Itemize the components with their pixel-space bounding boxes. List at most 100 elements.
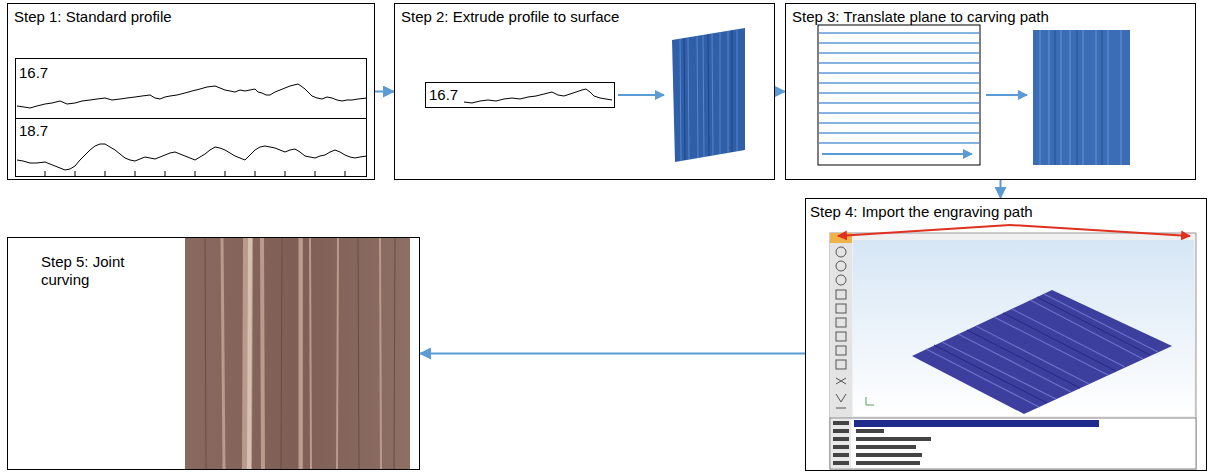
carved-joint-photo-part-part (222, 238, 224, 469)
software-screenshot-part-part (836, 290, 846, 299)
step-heading: Step 5: Joint curving (41, 253, 141, 289)
software-screenshot-part (853, 240, 1194, 416)
profile-panel: 18.7 (15, 118, 367, 177)
carved-joint-photo-part-part (337, 238, 338, 469)
flow-arrow (1000, 180, 1002, 198)
carved-joint-photo-part-part (262, 238, 263, 469)
carved-joint-photo-part-part (310, 238, 311, 469)
carved-joint-photo-part-part (394, 238, 395, 469)
software-screenshot-part-part (866, 397, 867, 405)
software-screenshot-part-part (833, 437, 849, 441)
profile-label: 16.7 (429, 86, 458, 104)
carving-plane-part-part (819, 102, 979, 104)
software-screenshot-part-part (833, 429, 849, 433)
carving-plane-part-part (819, 122, 979, 124)
profile-label: 18.7 (19, 122, 48, 140)
software-screenshot-part-part (836, 378, 846, 384)
extruded-surface-part-part (708, 34, 709, 156)
step-box: Step 5: Joint curving (7, 237, 420, 470)
extruded-surface-part-part (697, 36, 698, 158)
step-box: Step 4: Import the engraving path (805, 198, 1207, 471)
software-screenshot-part (926, 294, 1158, 407)
carving-plane-part-part (819, 72, 979, 74)
mini-profile-part (464, 89, 612, 103)
carving-surface-part-part (1083, 30, 1084, 165)
axis-ticks-part (165, 171, 166, 176)
flow-arrow (986, 94, 1027, 96)
carving-surface-part-part (1049, 30, 1050, 165)
step-box: Step 3: Translate plane to carving path (785, 3, 1196, 180)
software-screenshot-part-part (934, 345, 1047, 403)
profile-panel: 16.7 (15, 58, 367, 119)
carved-joint-photo-part-part (205, 238, 206, 469)
software-screenshot-part-part (866, 405, 874, 406)
carving-surface-part (1040, 30, 1121, 165)
carving-surface (1033, 30, 1130, 165)
software-screenshot-part-part (942, 342, 1056, 399)
software-screenshot-part-part (833, 421, 849, 425)
carving-plane-part-part (819, 112, 979, 114)
extruded-surface-part-part (720, 32, 721, 154)
software-screenshot-part-part (1037, 297, 1150, 355)
software-screenshot-part-part (836, 304, 846, 313)
carving-plane-part-part (819, 92, 979, 94)
step-box: Step 1: Standard profile16.718.7 (7, 3, 375, 180)
carving-plane-part-part (819, 62, 979, 64)
carving-surface-part-part (1061, 30, 1062, 165)
axis-ticks-part (285, 171, 286, 176)
roughness-profile (17, 84, 367, 170)
axis-ticks-part (345, 171, 346, 176)
carving-surface-part (1033, 30, 1130, 165)
software-screenshot-part-part (967, 330, 1080, 388)
software-screenshot-part-part (994, 317, 1108, 375)
extruded-surface-part-part (712, 34, 713, 155)
axis-ticks-part (45, 171, 46, 176)
software-screenshot-part-part (836, 346, 846, 355)
axis-ticks-part (75, 171, 76, 176)
carving-surface-part-part (1096, 30, 1097, 165)
software-screenshot-part-part (856, 461, 920, 465)
software-screenshot-part (854, 420, 1099, 427)
carving-surface-part-part (1077, 30, 1078, 165)
software-screenshot-part (830, 233, 1196, 469)
carving-surface-part-part (1121, 30, 1122, 165)
extruded-surface-part-part (688, 38, 689, 159)
extruded-surface-part (672, 28, 745, 162)
axis-ticks-part (135, 171, 136, 176)
carving-surface-part-part (1102, 30, 1103, 165)
extruded-surface-part-part (680, 39, 681, 161)
extruded-surface-part (680, 29, 737, 161)
flow-arrow (775, 91, 785, 93)
software-screenshot-part-part (836, 408, 846, 409)
software-screenshot-part-part (836, 318, 846, 327)
carving-plane-part (818, 25, 980, 165)
extruded-surface-part-part (703, 35, 704, 157)
software-screenshot-part-part (1003, 313, 1116, 371)
software-screenshot-part (866, 397, 874, 405)
axis-ticks-part (105, 171, 106, 176)
carving-plane-part-part (819, 42, 979, 44)
axis-ticks-part (315, 171, 316, 176)
software-screenshot-part-part (856, 453, 922, 457)
flow-arrow (375, 91, 394, 93)
roughness-profile-part (17, 84, 367, 108)
carved-joint-photo-part-part (249, 238, 250, 469)
software-screenshot-part-part (836, 332, 846, 341)
carving-surface-part-part (1055, 30, 1056, 165)
carving-plane-part (822, 153, 972, 155)
software-screenshot-part-part (856, 445, 916, 449)
carved-joint-photo-part-part (302, 238, 303, 469)
software-screenshot-part-part (856, 429, 884, 433)
software-screenshot-part (830, 233, 852, 418)
carved-joint-photo-part-part (380, 238, 381, 469)
carved-joint-photo (185, 238, 410, 469)
extruded-surface-part-part (684, 38, 685, 160)
carving-plane-part-part (819, 132, 979, 134)
carving-surface-part-part (1040, 30, 1041, 165)
carving-surface-part (1055, 30, 1102, 165)
carved-joint-photo-part (185, 238, 410, 469)
extruded-surface-part (684, 30, 732, 160)
software-screenshot-part-part (833, 461, 849, 465)
software-screenshot-part (912, 290, 1172, 414)
